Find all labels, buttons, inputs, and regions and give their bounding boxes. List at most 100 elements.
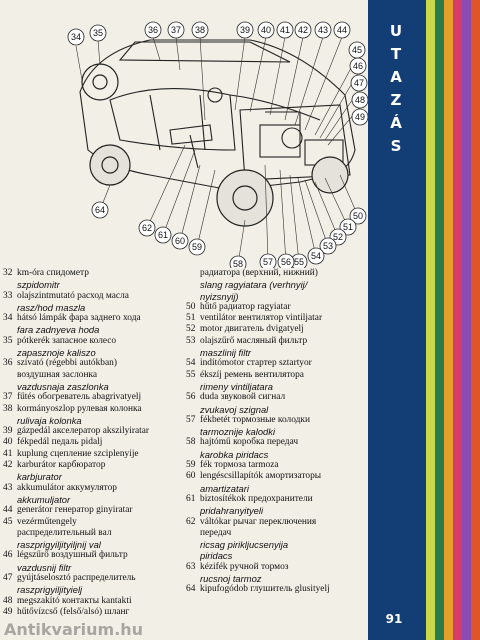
watermark: Antikvarium.hu (4, 620, 144, 639)
entry-pronunciation: raszprigyiljityielj (17, 584, 83, 596)
color-tab (435, 0, 445, 640)
entry-number: 43 (3, 482, 13, 493)
car-diagram: 34 35 36 37 38 39 40 41 42 43 44 45 46 4… (67, 21, 368, 268)
entry-number: 52 (186, 324, 196, 335)
entry-number: 56 (186, 392, 196, 403)
entry-pronunciation: vazdusnij filtr (17, 561, 72, 573)
entry-number: 53 (186, 335, 196, 346)
entry-term: motor двигатель dvigatyelj (200, 324, 304, 335)
callout-43: 43 (318, 25, 328, 35)
chapter-title-letter: T (390, 45, 402, 63)
callout-58: 58 (233, 259, 243, 268)
entry-term: gyújtáselosztó распределитель (17, 573, 136, 584)
entry-term: fékpedál педаль pidalj (17, 437, 103, 448)
entry-number: 59 (186, 460, 196, 471)
entry-term: kézifék ручной тормоз (200, 561, 289, 572)
page-number: 91 (385, 612, 403, 626)
entry-number: 61 (186, 493, 196, 504)
color-tab (462, 0, 472, 640)
callout-38: 38 (195, 25, 205, 35)
entry-pronunciation: karbjurator (17, 471, 62, 483)
entry-term: ékszíj ремень вентилятора (200, 369, 304, 380)
chapter-title-letter: U (389, 22, 403, 40)
glossary-entry: 37 fűtés обогреватель abagrivatyelj (3, 392, 181, 403)
callout-53: 53 (323, 241, 333, 251)
callout-42: 42 (298, 25, 308, 35)
entry-term: generátor генератор ginyiratar (17, 505, 133, 516)
color-tab (471, 0, 480, 640)
callout-61: 61 (158, 230, 168, 240)
entry-term: szívató (régebbi autókban) (17, 358, 117, 369)
entry-number: 46 (3, 550, 13, 561)
entry-number: 34 (3, 313, 13, 324)
entry-pronunciation: szpidomitr (17, 279, 60, 291)
entry-number: 50 (186, 301, 196, 312)
entry-pronunciation: amartizatari (200, 482, 249, 494)
entry-term: передач (200, 527, 232, 538)
entry-pronunciation: tarmoznije kalodki (200, 426, 276, 438)
glossary-entry: 52 motor двигатель dvigatyelj (186, 324, 366, 335)
callout-35: 35 (93, 28, 103, 38)
chapter-title-letter: S (390, 137, 402, 155)
entry-pronunciation: nyizsnyij) (200, 290, 239, 302)
entry-number: 37 (3, 392, 13, 403)
chapter-sidebar (368, 0, 426, 640)
entry-term: légszűrő воздушный фильтр (17, 550, 128, 561)
entry-term: gázpedál акселератор akszilyiratar (17, 426, 150, 437)
right-column: радиатора (верхний, нижний)slang ragyiat… (186, 268, 366, 596)
color-tab (453, 0, 463, 640)
callout-37: 37 (171, 25, 181, 35)
callout-55: 55 (294, 257, 304, 267)
entry-term: kuplung сцепление szciplenyije (17, 448, 139, 459)
entry-term: hűtővízcső (felső/alsó) шланг (17, 606, 130, 617)
entry-pronunciation: vazdusnaja zaszlonka (17, 380, 109, 392)
entry-term: fűtés обогреватель abagrivatyelj (17, 392, 142, 403)
entry-number: 36 (3, 358, 13, 369)
entry-number: 42 (3, 460, 13, 471)
callout-64: 64 (95, 205, 105, 215)
entry-pronunciation: karobka piridacs (200, 448, 269, 460)
callout-40: 40 (261, 25, 271, 35)
entry-number: 62 (186, 516, 196, 527)
callout-50: 50 (353, 211, 363, 221)
entry-pronunciation: raszprigyiljityiljnij val (17, 539, 101, 551)
entry-pronunciation: piridacs (200, 550, 233, 562)
callout-41: 41 (280, 25, 290, 35)
entry-term: fékbetét тормозные колодки (200, 414, 310, 425)
entry-term: fék тормоза tarmoza (200, 460, 279, 471)
entry-number: 54 (186, 358, 196, 369)
entry-number: 33 (3, 290, 13, 301)
entry-number: 39 (3, 426, 13, 437)
callout-49: 49 (355, 112, 365, 122)
entry-term: ventilátor вентилятор vintiljatar (200, 313, 323, 324)
callout-57: 57 (263, 257, 273, 267)
glossary-entry: 39 gázpedál акселератор akszilyiratar (3, 426, 181, 437)
entry-number: 64 (186, 584, 196, 595)
entry-term: lengéscsillapítók амортизаторы (200, 471, 322, 482)
entry-term: indítómotor стартер sztartyor (200, 358, 312, 369)
entry-term: hátsó lámpák фара заднего хода (17, 313, 141, 324)
entry-term: akkumulátor аккумулятор (17, 482, 117, 493)
callout-36: 36 (148, 25, 158, 35)
entry-term: hajtómű коробка передач (200, 437, 299, 448)
callout-54: 54 (311, 251, 321, 261)
